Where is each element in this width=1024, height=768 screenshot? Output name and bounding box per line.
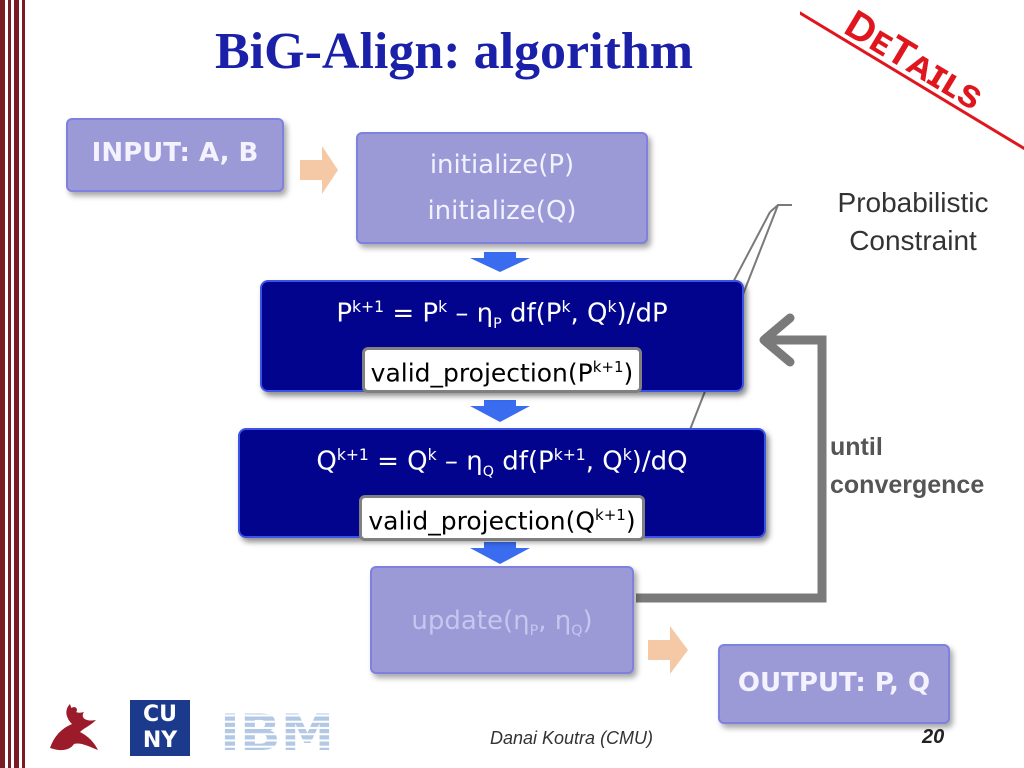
left-stripe-2	[8, 0, 11, 768]
cuny-logo-bottom: NY	[142, 728, 178, 753]
convergence-line-2: convergence	[830, 471, 985, 499]
convergence-line-1: until	[830, 433, 883, 461]
left-stripe-1	[0, 0, 5, 768]
p-update-box: Pk+1 = Pk – ηP df(Pk, Qk)/dP valid_proje…	[260, 280, 744, 394]
ibm-logo: IBM	[220, 704, 334, 754]
constraint-annotation: Probabilistic Constraint	[800, 184, 1024, 260]
slide-title: BiG-Align: algorithm	[215, 23, 694, 80]
cuny-logo: CU NY	[130, 700, 190, 756]
page-number: 20	[922, 726, 945, 748]
input-box: INPUT: A, B	[66, 118, 284, 192]
peach-arrow-input	[300, 146, 338, 194]
ibm-logo-text: IBM	[220, 704, 334, 754]
q-projection: valid_projection(Qk+1)	[359, 494, 645, 542]
left-stripe-3	[14, 0, 19, 768]
left-stripe-4	[22, 0, 25, 768]
update-text: update(ηP, ηQ)	[411, 606, 593, 640]
blue-down-arrow-3	[470, 542, 530, 564]
init-p-text: initialize(P)	[429, 150, 575, 180]
convergence-annotation: until convergence	[830, 428, 984, 504]
peach-arrow-output	[648, 626, 688, 674]
dragon-logo	[50, 704, 98, 751]
blue-down-arrow-1	[470, 252, 530, 272]
details-banner: DᴇTᴀɪʟs	[800, 2, 1024, 151]
cuny-logo-top: CU	[142, 702, 177, 727]
constraint-callout-bracket	[769, 204, 792, 213]
p-projection: valid_projection(Pk+1)	[361, 346, 643, 394]
input-label: INPUT: A, B	[91, 138, 259, 168]
loop-arrow	[636, 335, 827, 603]
output-box: OUTPUT: P, Q	[718, 644, 950, 724]
constraint-line-2: Constraint	[849, 225, 977, 256]
output-label: OUTPUT: P, Q	[737, 668, 931, 698]
blue-down-arrow-2	[470, 400, 530, 422]
constraint-line-1: Probabilistic	[837, 187, 989, 218]
initialize-box: initialize(P) initialize(Q)	[356, 132, 648, 244]
q-update-box: Qk+1 = Qk – ηQ df(Pk+1, Qk)/dQ valid_pro…	[238, 428, 766, 542]
p-update-formula: Pk+1 = Pk – ηP df(Pk, Qk)/dP	[336, 298, 668, 332]
footer-author: Danai Koutra (CMU)	[490, 728, 654, 748]
init-q-text: initialize(Q)	[427, 196, 577, 226]
q-update-formula: Qk+1 = Qk – ηQ df(Pk+1, Qk)/dQ	[316, 446, 688, 480]
loop-arrow-head	[759, 313, 795, 367]
update-box: update(ηP, ηQ)	[370, 566, 634, 674]
